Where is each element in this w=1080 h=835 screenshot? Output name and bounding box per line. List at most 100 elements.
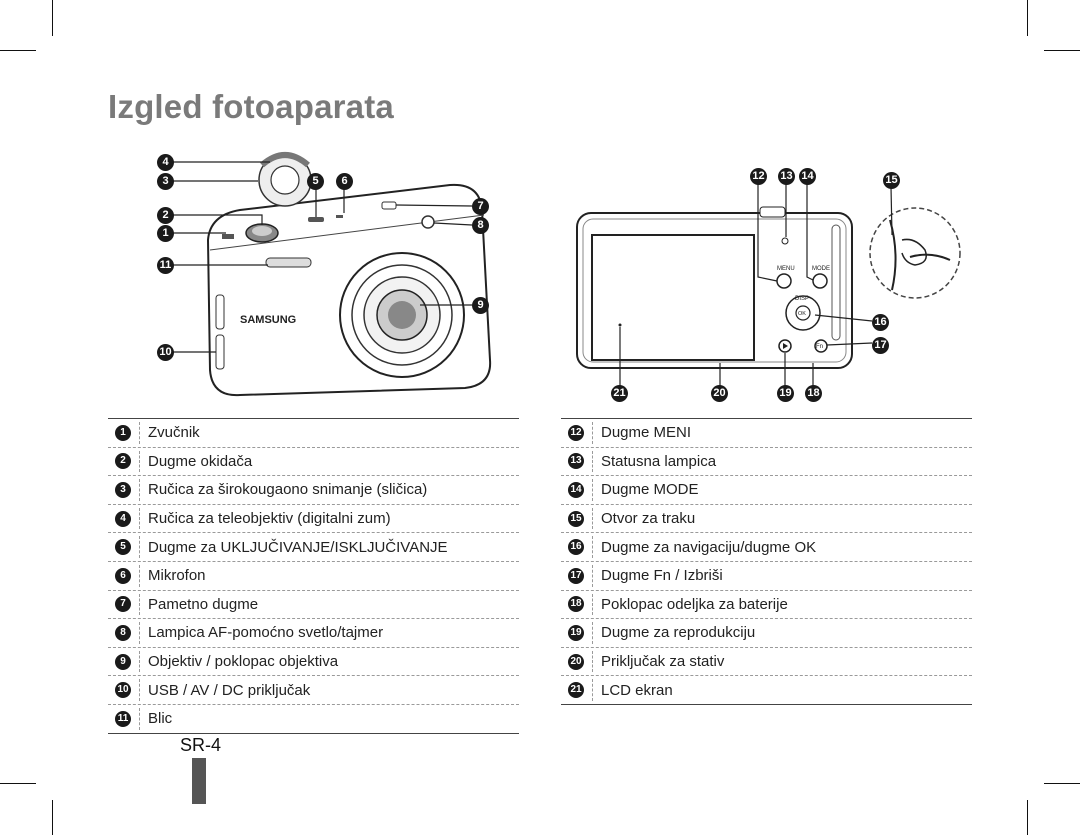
mode-button: [812, 273, 828, 289]
legend-text: Ručica za teleobjektiv (digitalni zum): [148, 510, 391, 528]
legend-number: 9: [115, 653, 131, 670]
legend-number: 14: [568, 481, 584, 498]
legend-item: 15 Otvor za traku: [561, 505, 972, 534]
svg-text:DISP: DISP: [795, 296, 809, 302]
crop-mark: [1027, 800, 1028, 835]
legend-text: Ručica za širokougaono snimanje (sličica…: [148, 481, 428, 499]
smart-button: [381, 201, 397, 210]
page-title: Izgled fotoaparata: [108, 88, 394, 125]
crop-mark: [1044, 783, 1080, 784]
legend-item: 8 Lampica AF-pomoćno svetlo/tajmer: [108, 619, 519, 648]
legend-number: 13: [568, 453, 584, 470]
callout-17: 17: [872, 337, 889, 354]
legend-text: Poklopac odeljka za baterije: [601, 595, 788, 613]
lcd-screen: [591, 234, 755, 361]
legend-number: 2: [115, 453, 131, 470]
legend-text: Dugme za navigaciju/dugme OK: [601, 538, 817, 556]
legend-text: Lampica AF-pomoćno svetlo/tajmer: [148, 624, 384, 642]
front-camera-illustration: SAMSUNG: [170, 152, 492, 397]
power-button: [308, 217, 324, 222]
legend-number: 7: [115, 596, 131, 613]
af-lamp: [421, 215, 435, 229]
crop-mark: [1044, 50, 1080, 51]
callout-8: 8: [472, 217, 489, 234]
callout-4: 4: [157, 154, 174, 171]
callout-3: 3: [157, 173, 174, 190]
legend-item: 18 Poklopac odeljka za baterije: [561, 591, 972, 620]
legend-text: Pametno dugme: [148, 595, 259, 613]
legend-item: 16 Dugme za navigaciju/dugme OK: [561, 533, 972, 562]
legend-item: 9 Objektiv / poklopac objektiva: [108, 648, 519, 677]
svg-text:Fn: Fn: [816, 344, 823, 350]
crop-mark: [52, 800, 53, 835]
legend-item: 12 Dugme MENI: [561, 419, 972, 448]
camera-brand: SAMSUNG: [240, 314, 296, 326]
back-camera-illustration: MENU MODE DISP OK Fn: [576, 183, 961, 390]
legend-text: Objektiv / poklopac objektiva: [148, 653, 339, 671]
menu-button: [776, 273, 792, 289]
callout-5: 5: [307, 173, 324, 190]
legend-number: 11: [115, 710, 131, 727]
legend-item: 20 Priključak za stativ: [561, 648, 972, 677]
menu-label: MENU: [777, 266, 795, 272]
callout-7: 7: [472, 198, 489, 215]
mode-label: MODE: [812, 266, 830, 272]
legend-text: Statusna lampica: [601, 452, 717, 470]
callout-14: 14: [799, 168, 816, 185]
callout-18: 18: [805, 385, 822, 402]
callout-9: 9: [472, 297, 489, 314]
page-number: SR-4: [180, 735, 222, 755]
crop-mark: [52, 0, 53, 36]
callout-10: 10: [157, 344, 174, 361]
legend-item: 7 Pametno dugme: [108, 591, 519, 620]
section-tab: [192, 758, 206, 804]
svg-text:OK: OK: [798, 311, 806, 317]
flash: [265, 257, 312, 268]
legend-number: 16: [568, 539, 584, 556]
legend-number: 12: [568, 424, 584, 441]
legend-item: 21 LCD ekran: [561, 676, 972, 704]
legend-text: Otvor za traku: [601, 510, 696, 528]
callout-6: 6: [336, 173, 353, 190]
legend-text: Mikrofon: [148, 567, 206, 585]
legend-number: 8: [115, 624, 131, 641]
legend-number: 5: [115, 539, 131, 556]
legend-item: 13 Statusna lampica: [561, 448, 972, 477]
legend-number: 17: [568, 567, 584, 584]
callout-2: 2: [157, 207, 174, 224]
legend-text: Dugme MENI: [601, 424, 692, 442]
legend-text: Dugme za reprodukciju: [601, 624, 756, 642]
legend-item: 6 Mikrofon: [108, 562, 519, 591]
legend-number: 6: [115, 567, 131, 584]
callout-1: 1: [157, 225, 174, 242]
legend-item: 17 Dugme Fn / Izbriši: [561, 562, 972, 591]
legend-item: 19 Dugme za reprodukciju: [561, 619, 972, 648]
crop-mark: [0, 50, 36, 51]
crop-mark: [1027, 0, 1028, 36]
strap-eyelet-detail: [869, 207, 961, 299]
legend-text: Priključak za stativ: [601, 653, 725, 671]
legend-item: 4 Ručica za teleobjektiv (digitalni zum): [108, 505, 519, 534]
legend-number: 19: [568, 624, 584, 641]
legend-text: Dugme Fn / Izbriši: [601, 567, 723, 585]
callout-12: 12: [750, 168, 767, 185]
legend-number: 18: [568, 596, 584, 613]
legend-text: Dugme za UKLJUČIVANJE/ISKLJUČIVANJE: [148, 538, 448, 556]
legend-number: 20: [568, 653, 584, 670]
legend-number: 21: [568, 682, 584, 699]
callout-13: 13: [778, 168, 795, 185]
legend-number: 15: [568, 510, 584, 527]
callout-19: 19: [777, 385, 794, 402]
legend-text: LCD ekran: [601, 681, 673, 699]
legend-number: 1: [115, 424, 131, 441]
callout-16: 16: [872, 314, 889, 331]
legend-number: 10: [115, 682, 131, 699]
legend-number: 4: [115, 510, 131, 527]
